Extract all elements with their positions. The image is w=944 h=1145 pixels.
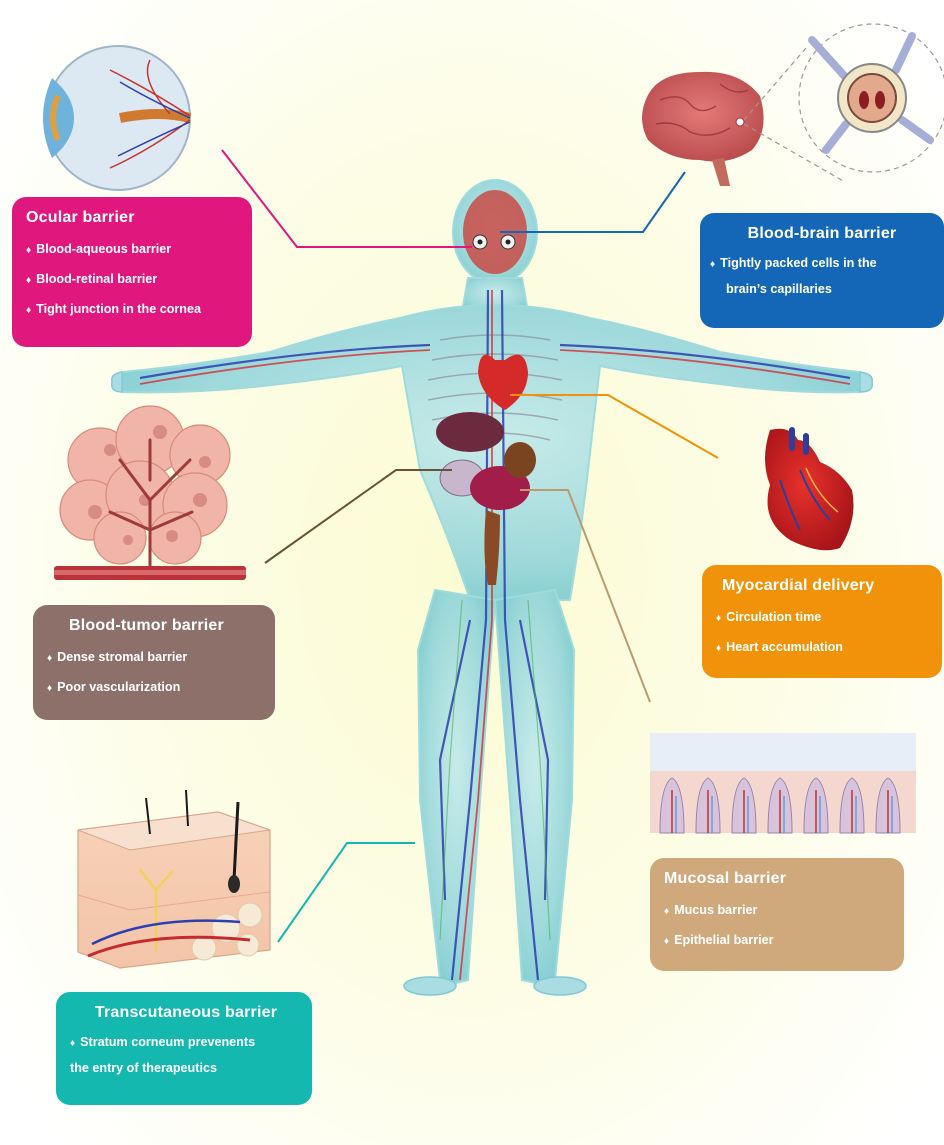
ocular-item: ♦Tight junction in the cornea: [26, 295, 242, 325]
bullet-icon: ♦: [664, 906, 669, 917]
bullet-icon: ♦: [716, 613, 721, 624]
mucosal-item: ♦Epithelial barrier: [664, 926, 894, 956]
bullet-icon: ♦: [26, 275, 31, 286]
blood-tumor-barrier-box: Blood-tumor barrier ♦Dense stromal barri…: [33, 605, 275, 720]
bullet-icon: ♦: [47, 683, 52, 694]
tumor-item: ♦Dense stromal barrier: [47, 643, 265, 673]
mucosa-illustration: [650, 733, 916, 833]
myocardial-item: ♦Circulation time: [716, 603, 932, 633]
bullet-icon: ♦: [26, 305, 31, 316]
bullet-icon: ♦: [70, 1038, 75, 1049]
bullet-icon: ♦: [710, 259, 715, 270]
myocardial-delivery-title: Myocardial delivery: [716, 577, 932, 595]
ocular-item: ♦Blood-aqueous barrier: [26, 235, 242, 265]
heart-illustration: [765, 429, 854, 550]
ocular-barrier-box: Ocular barrier ♦Blood-aqueous barrier ♦B…: [12, 197, 252, 347]
bullet-icon: ♦: [26, 245, 31, 256]
myocardial-delivery-box: Myocardial delivery ♦Circulation time ♦H…: [702, 565, 942, 678]
mucosal-item: ♦Mucus barrier: [664, 896, 894, 926]
ocular-barrier-title: Ocular barrier: [26, 209, 242, 227]
bullet-icon: ♦: [47, 653, 52, 664]
blood-brain-barrier-box: Blood-brain barrier ♦Tightly packed cell…: [700, 213, 944, 328]
brain-illustration: [642, 24, 944, 186]
skin-illustration: [78, 790, 270, 968]
blood-tumor-barrier-title: Blood-tumor barrier: [47, 617, 265, 635]
myocardial-item: ♦Heart accumulation: [716, 633, 932, 663]
tumor-item: ♦Poor vascularization: [47, 673, 265, 703]
mucosal-barrier-title: Mucosal barrier: [664, 870, 894, 888]
blood-brain-barrier-title: Blood-brain barrier: [710, 225, 934, 243]
ocular-item: ♦Blood-retinal barrier: [26, 265, 242, 295]
eye-illustration: [43, 46, 190, 190]
mucosal-barrier-box: Mucosal barrier ♦Mucus barrier ♦Epitheli…: [650, 858, 904, 971]
tumor-illustration: [54, 406, 246, 580]
transcutaneous-barrier-box: Transcutaneous barrier ♦Stratum corneum …: [56, 992, 312, 1105]
transcutaneous-barrier-title: Transcutaneous barrier: [70, 1004, 302, 1022]
bullet-icon: ♦: [664, 936, 669, 947]
bullet-icon: ♦: [716, 643, 721, 654]
